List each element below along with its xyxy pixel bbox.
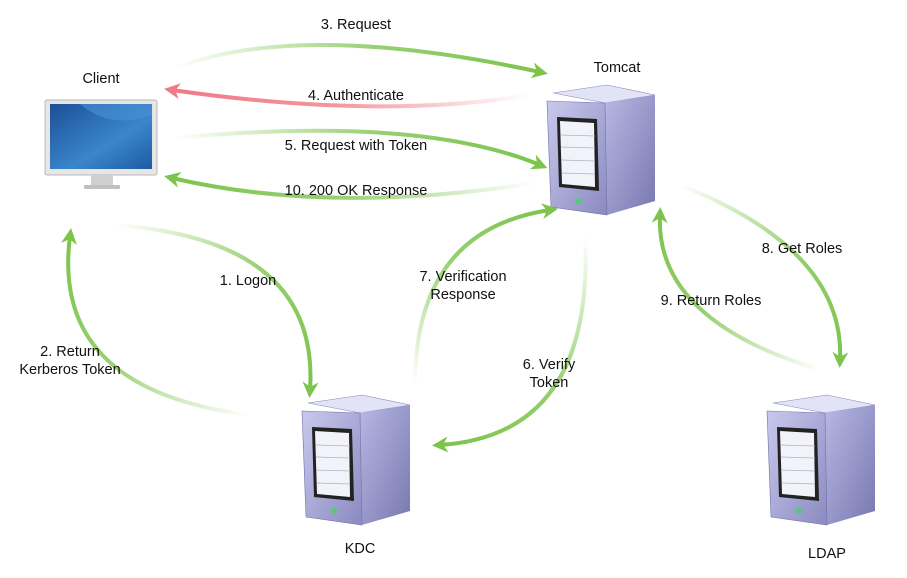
kdc-label: KDC xyxy=(344,541,376,557)
step-3-label: 3. Request xyxy=(320,17,392,33)
step-2-line-1: 2. Return xyxy=(40,344,100,360)
step-2-line-2: Kerberos Token xyxy=(19,362,121,378)
step-10-arrow xyxy=(164,172,537,200)
ldap-label: LDAP xyxy=(808,546,846,562)
step-1-arrow xyxy=(113,223,319,398)
server-tower-icon-ldap xyxy=(766,394,876,526)
step-8-arrow xyxy=(678,183,849,368)
step-3-arrow xyxy=(173,43,548,79)
step-8-label: 8. Get Roles xyxy=(761,241,843,257)
step-10-label: 10. 200 OK Response xyxy=(284,183,428,199)
step-7-line-2: Response xyxy=(430,287,496,303)
step-1-label: 1. Logon xyxy=(219,273,277,289)
step-6-line-2: Token xyxy=(529,375,569,391)
step-5-label: 5. Request with Token xyxy=(284,138,428,154)
step-4-arrow xyxy=(164,83,532,109)
step-2-arrow xyxy=(61,228,252,417)
step-4-label: 4. Authenticate xyxy=(308,88,404,104)
desktop-monitor-icon xyxy=(44,99,158,189)
step-7-line-1: 7. Verification xyxy=(419,269,507,285)
client-label: Client xyxy=(82,71,120,87)
server-tower-icon-tomcat xyxy=(546,84,656,216)
step-6-arrow xyxy=(432,233,588,453)
step-9-label: 9. Return Roles xyxy=(660,293,762,309)
step-7-arrow xyxy=(413,203,558,387)
step-5-arrow xyxy=(173,128,548,170)
tomcat-label: Tomcat xyxy=(593,60,641,76)
step-9-arrow xyxy=(651,207,822,372)
step-6-line-1: 6. Verify xyxy=(522,357,576,373)
server-tower-icon-kdc xyxy=(301,394,411,526)
